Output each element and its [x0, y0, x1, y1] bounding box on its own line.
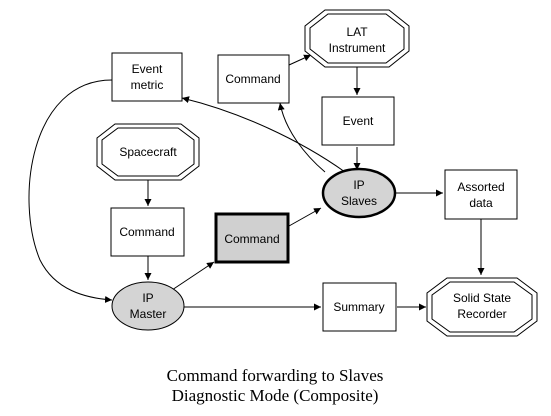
event-metric-label-2: metric — [131, 78, 164, 92]
caption-line-1: Command forwarding to Slaves — [167, 366, 384, 385]
recorder-label-2: Recorder — [457, 307, 506, 321]
event-label: Event — [343, 114, 374, 128]
spacecraft-label: Spacecraft — [119, 145, 177, 159]
node-event-metric[interactable]: Event metric — [111, 52, 183, 102]
lat-instrument-label-1: LAT — [346, 25, 368, 39]
node-event[interactable]: Event — [321, 96, 395, 146]
node-solid-state-recorder[interactable]: Solid State Recorder — [426, 277, 538, 337]
edge-slaves-to-event-metric — [181, 96, 346, 173]
recorder-label-1: Solid State — [453, 291, 511, 305]
edge-slaves-to-command-top — [277, 102, 326, 173]
caption-line-2: Diagnostic Mode (Composite) — [172, 386, 379, 405]
ip-slaves-label-1: IP — [353, 178, 364, 192]
node-summary[interactable]: Summary — [322, 282, 397, 332]
edge-event-metric-to-master — [28, 79, 113, 303]
command-top-label: Command — [225, 72, 280, 86]
ip-slaves-label-2: Slaves — [341, 194, 377, 208]
node-command-highlight[interactable]: Command — [214, 212, 290, 264]
edges — [28, 54, 485, 311]
node-assorted-data[interactable]: Assorted data — [444, 169, 518, 220]
edge-highlight-command-to-slaves — [288, 207, 322, 227]
command-left-label: Command — [119, 225, 174, 239]
ip-master-label-2: Master — [130, 307, 167, 321]
lat-instrument-label-2: Instrument — [329, 41, 386, 55]
node-spacecraft[interactable]: Spacecraft — [96, 123, 200, 181]
assorted-data-label-1: Assorted — [457, 180, 504, 194]
command-highlight-label: Command — [224, 232, 279, 246]
edge-command-top-to-lat — [288, 54, 312, 66]
edge-master-to-highlight-command — [171, 261, 215, 291]
node-ip-master[interactable]: IP Master — [111, 281, 185, 331]
event-metric-label-1: Event — [132, 62, 163, 76]
summary-label: Summary — [333, 300, 384, 314]
node-ip-slaves[interactable]: IP Slaves — [321, 167, 397, 219]
ip-master-label-1: IP — [142, 291, 153, 305]
node-command-left[interactable]: Command — [110, 207, 185, 257]
node-command-top[interactable]: Command — [217, 54, 290, 104]
assorted-data-label-2: data — [469, 196, 493, 210]
node-lat-instrument[interactable]: LAT Instrument — [304, 9, 410, 68]
